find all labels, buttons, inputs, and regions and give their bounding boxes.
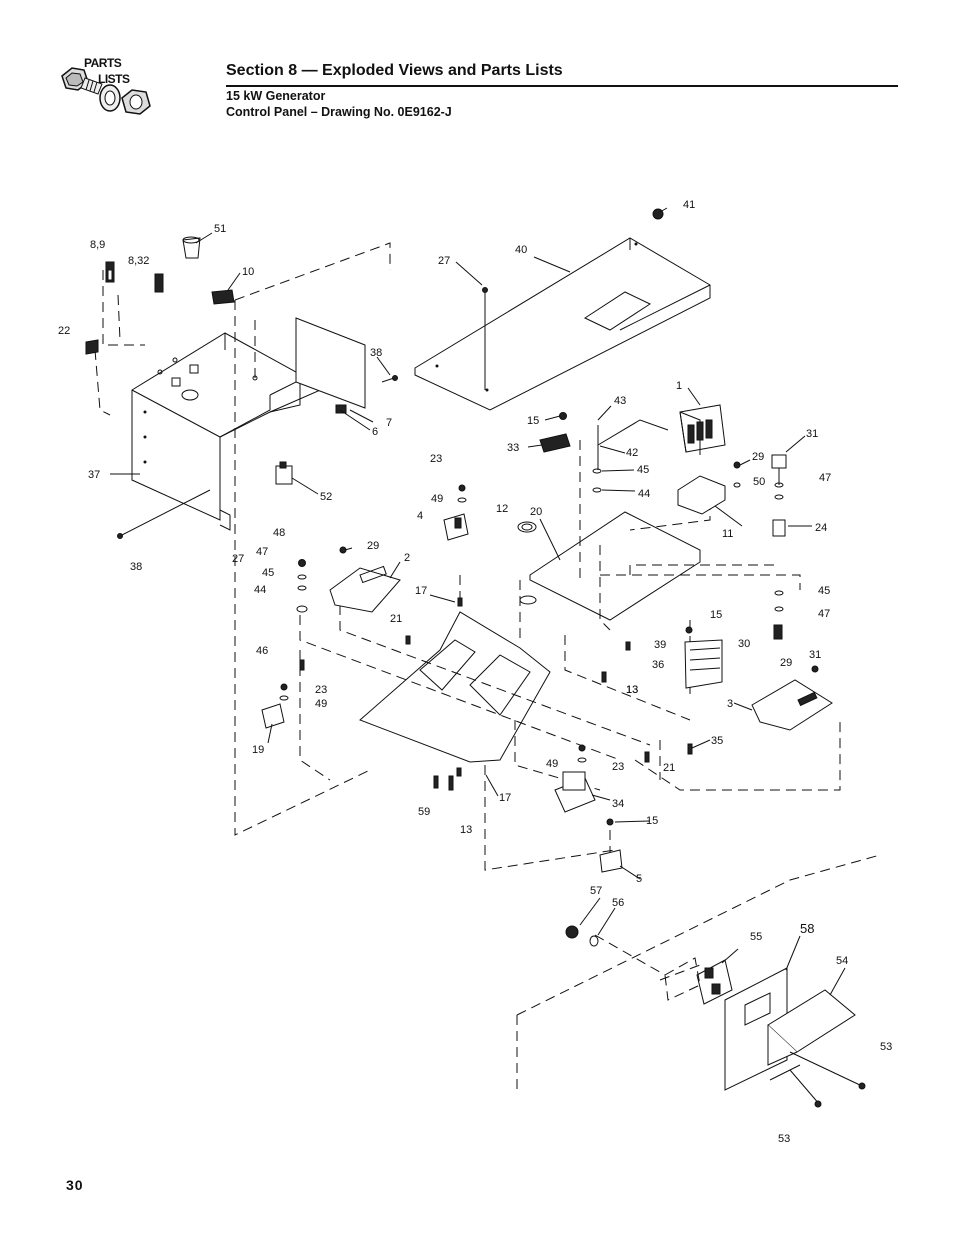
callout: 55 <box>750 931 762 943</box>
callout: 31 <box>806 428 818 440</box>
callout: 58 <box>800 921 814 936</box>
callout: 27 <box>438 255 450 267</box>
callout: 13 <box>626 684 638 696</box>
callout: 36 <box>652 659 664 671</box>
callout: 29 <box>780 657 792 669</box>
callout: 39 <box>654 639 666 651</box>
callout: 20 <box>530 506 542 518</box>
callout: 48 <box>273 527 285 539</box>
callout: 50 <box>753 476 765 488</box>
callout: 29 <box>367 540 379 552</box>
callout: 15 <box>646 815 658 827</box>
page-number: 30 <box>66 1177 84 1193</box>
callout: 17 <box>499 792 511 804</box>
callout: 49 <box>315 698 327 710</box>
callout: 35 <box>711 735 723 747</box>
callout: 12 <box>496 503 508 515</box>
callout: 8,9 <box>90 239 105 251</box>
callout: 34 <box>612 798 624 810</box>
leader-lines <box>110 207 846 996</box>
callout: 46 <box>256 645 268 657</box>
callout: 57 <box>590 885 602 897</box>
parts-lists-logo: PARTS LISTS <box>58 54 168 134</box>
callout: 1 <box>676 380 682 392</box>
callout: 45 <box>262 567 274 579</box>
callout: 52 <box>320 491 332 503</box>
callout: 49 <box>431 493 443 505</box>
assembly-lines <box>94 242 841 981</box>
callout: 53 <box>880 1041 892 1053</box>
callout: 53 <box>778 1133 790 1145</box>
callout: 51 <box>214 223 226 235</box>
callout: 21 <box>663 762 675 774</box>
callout: 4 <box>417 510 423 522</box>
callout: 17 <box>415 585 427 597</box>
callout: 42 <box>626 447 638 459</box>
callout: 37 <box>88 469 100 481</box>
callout: 6 <box>372 426 378 438</box>
callout: 29 <box>752 451 764 463</box>
callout: 59 <box>418 806 430 818</box>
callout: 23 <box>612 761 624 773</box>
callout: 13 <box>460 824 472 836</box>
callout: 54 <box>836 955 848 967</box>
callout: 24 <box>815 522 827 534</box>
callout: 38 <box>130 561 142 573</box>
callout: 47 <box>818 608 830 620</box>
callout: 44 <box>638 488 650 500</box>
callout: 31 <box>809 649 821 661</box>
callout: 45 <box>637 464 649 476</box>
callout: 19 <box>252 744 264 756</box>
callout: 40 <box>515 244 527 256</box>
callout: 15 <box>710 609 722 621</box>
callout: 27 <box>232 553 244 565</box>
callout: 21 <box>390 613 402 625</box>
logo-text-lists: LISTS <box>98 72 130 86</box>
section-title: Section 8 — Exploded Views and Parts Lis… <box>226 62 563 79</box>
components <box>85 208 866 1108</box>
circuit-board <box>295 317 366 409</box>
callout: 41 <box>683 199 695 211</box>
callout: 8,32 <box>128 255 149 267</box>
callout: 33 <box>507 442 519 454</box>
callout: 3 <box>727 698 733 710</box>
callout: 15 <box>527 415 539 427</box>
callout: 49 <box>546 758 558 770</box>
callout: 11 <box>722 528 733 540</box>
callout: 2 <box>404 552 410 564</box>
callout: 23 <box>430 453 442 465</box>
nut-bolt-icon <box>61 67 151 115</box>
callout: 5 <box>636 873 642 885</box>
callout: 43 <box>614 395 626 407</box>
callout: 56 <box>612 897 624 909</box>
callout: 10 <box>242 266 254 278</box>
model-subtitle: 15 kW Generator <box>226 89 326 103</box>
panel-housing <box>516 854 881 1095</box>
mounting-plate <box>359 511 701 763</box>
callout-labels: 41 40 27 51 8,9 8,32 10 22 38 7 6 37 52 … <box>58 199 892 1145</box>
callout: 23 <box>315 684 327 696</box>
callout: 44 <box>254 584 266 596</box>
callout: 22 <box>58 325 70 337</box>
callout: 45 <box>818 585 830 597</box>
header-divider <box>226 85 898 87</box>
callout: 7 <box>386 417 392 429</box>
drawing-label: Control Panel – Drawing No. 0E9162-J <box>226 105 452 119</box>
logo-text-parts: PARTS <box>84 56 122 70</box>
control-box-enclosure <box>131 332 327 531</box>
callout: 13 <box>626 684 638 696</box>
top-cover <box>414 237 711 411</box>
callout: 47 <box>256 546 268 558</box>
callout: 38 <box>370 347 382 359</box>
callout: 30 <box>738 638 750 650</box>
callout: 47 <box>819 472 831 484</box>
